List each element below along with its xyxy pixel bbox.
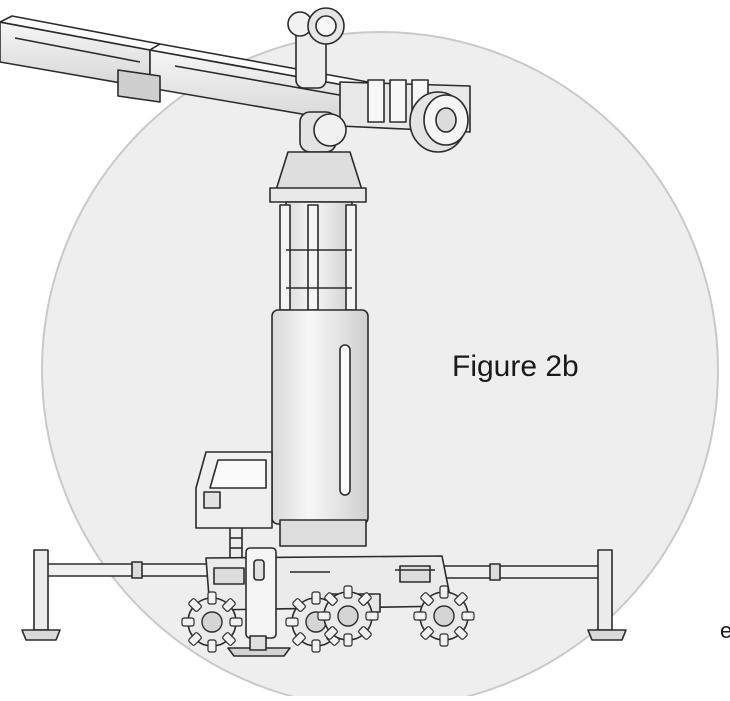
mecanum-wheel-icon [317, 585, 379, 647]
figure-label: Figure 2b [452, 350, 579, 383]
end-flange [409, 91, 469, 153]
outrigger-right [429, 549, 627, 641]
base-chassis [205, 547, 453, 657]
telescoping-column [271, 201, 369, 547]
outrigger-left [21, 549, 221, 641]
column-head [269, 151, 367, 203]
cropped-edge-text: e [720, 618, 730, 643]
mecanum-wheel-icon [413, 585, 475, 647]
background-circle [41, 31, 719, 701]
mecanum-wheel-icon [181, 591, 243, 653]
operator-cabin [195, 451, 273, 529]
